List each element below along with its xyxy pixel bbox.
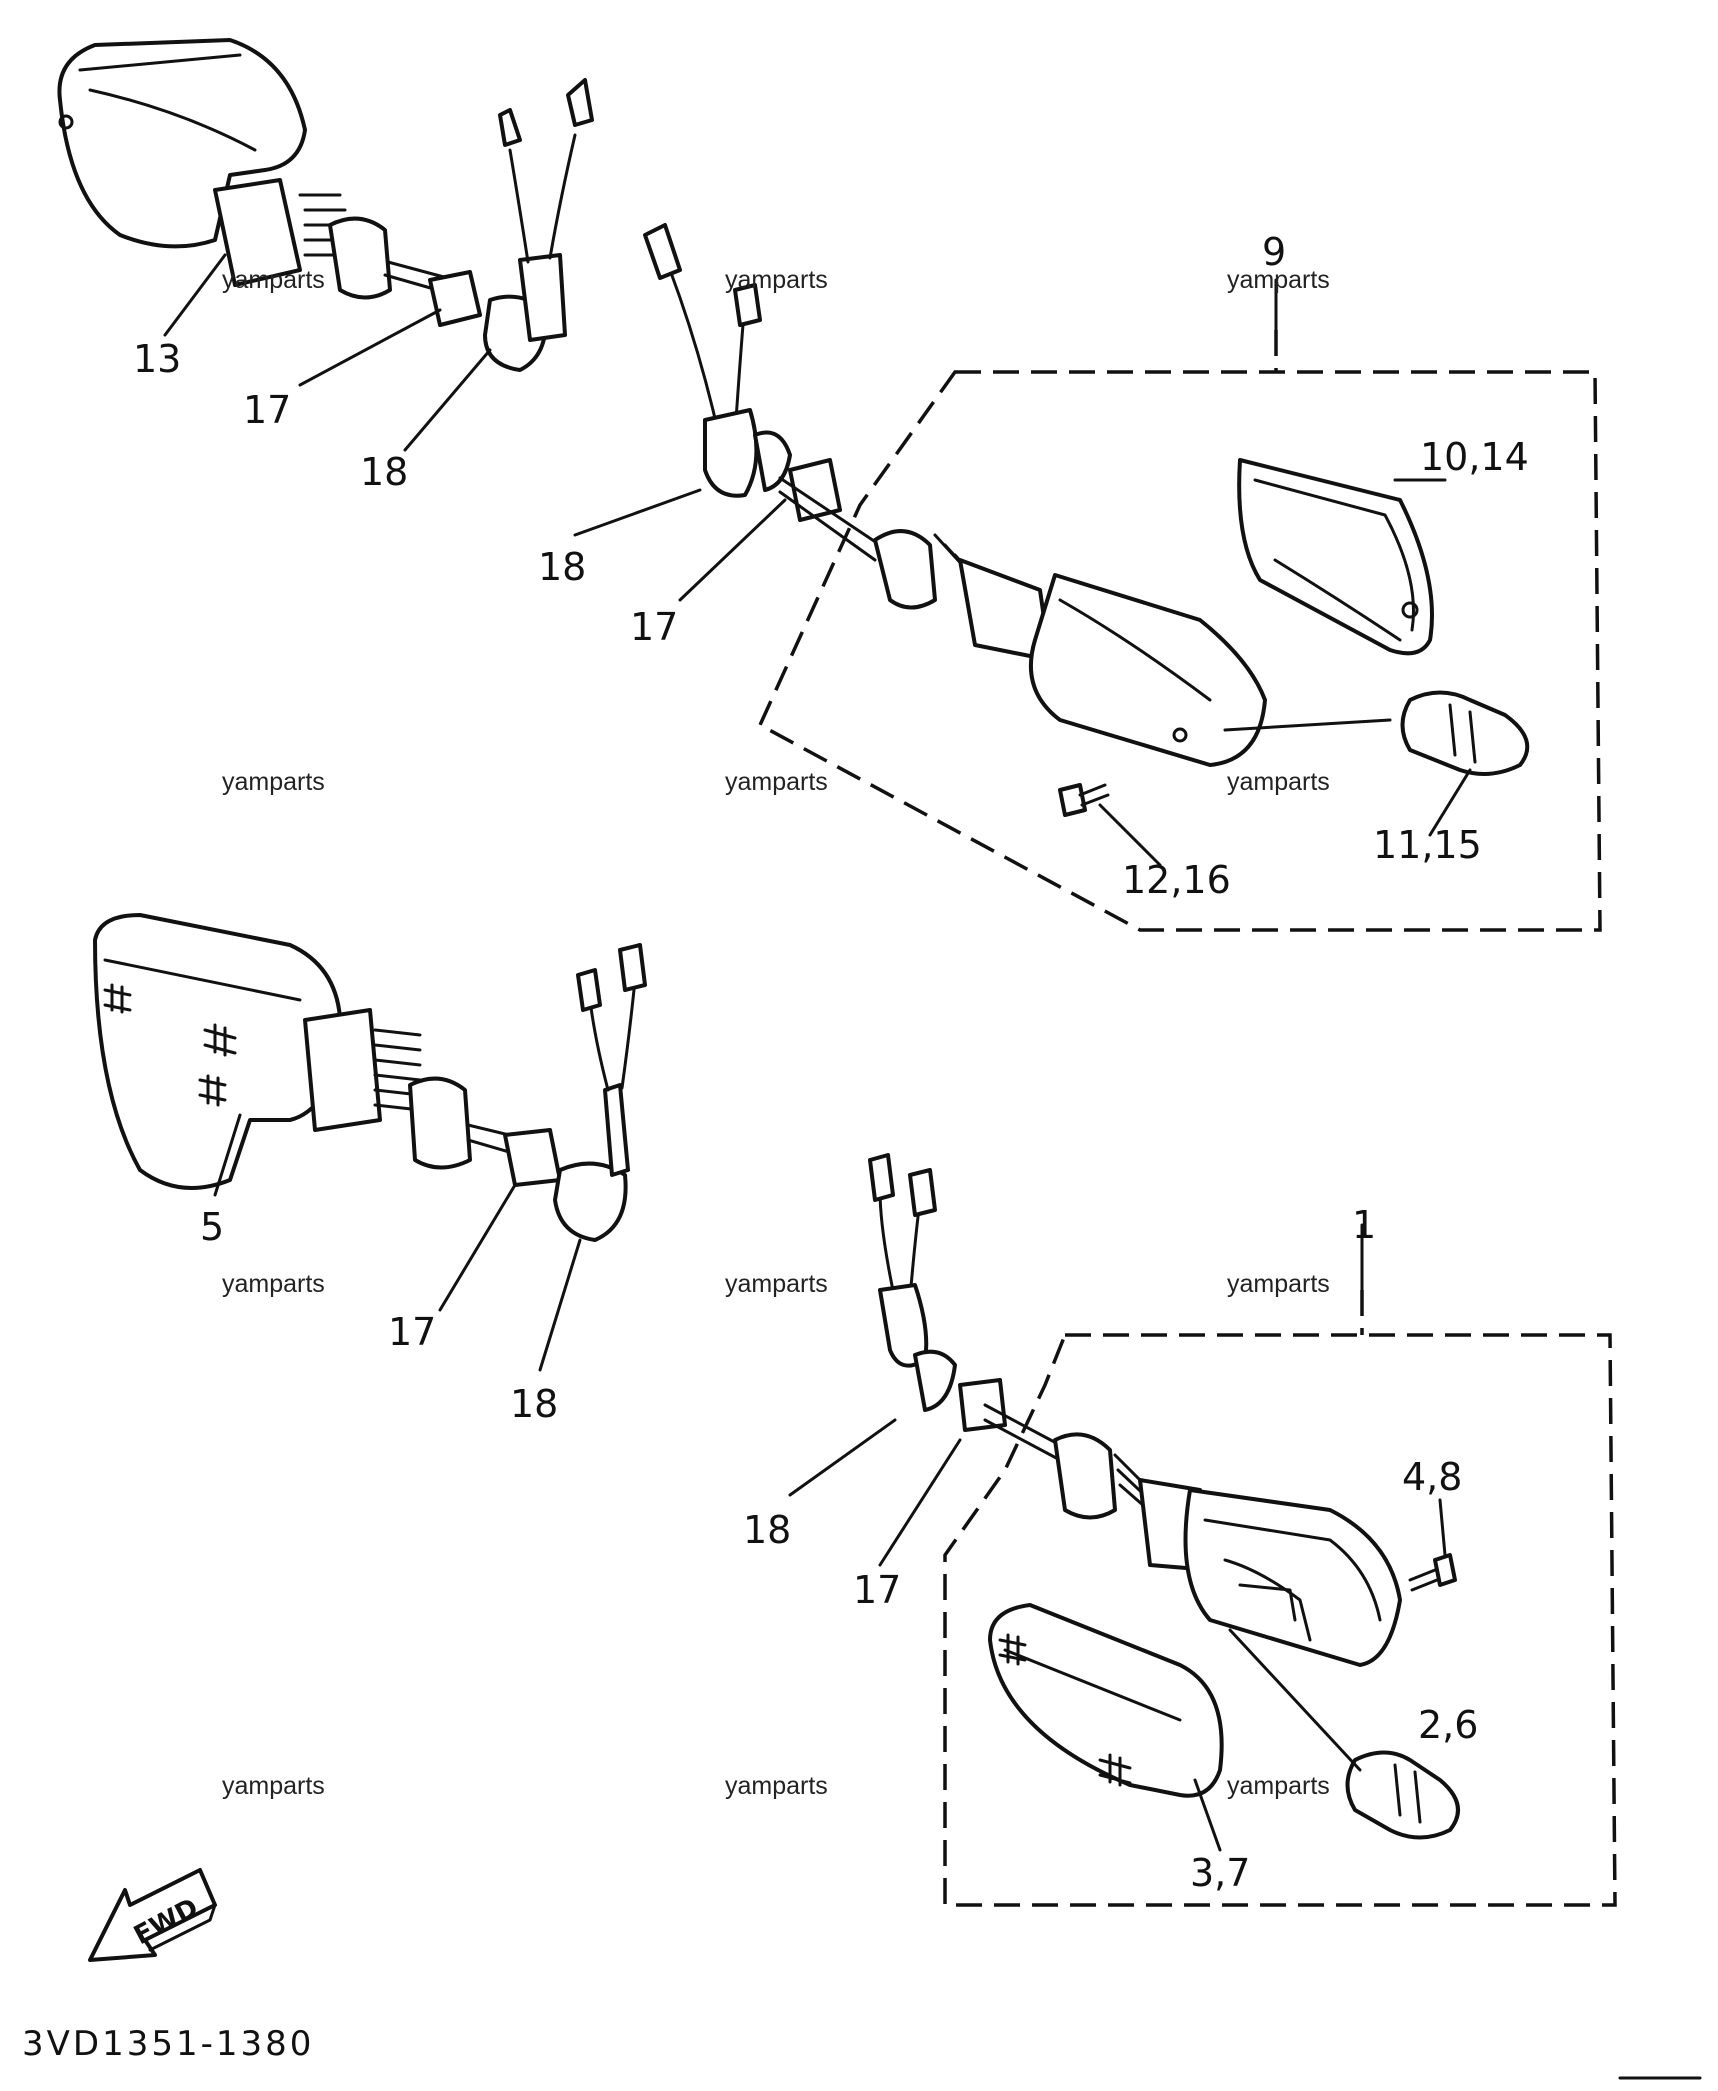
- turn-signal-assembly-top-left: [57, 38, 594, 452]
- watermark: yamparts: [222, 266, 325, 294]
- part-code: 3VD1351-1380: [22, 2024, 314, 2064]
- turn-signal-assembly-top-right: [573, 223, 1602, 932]
- callout-13: 13: [133, 337, 181, 381]
- callout-17: 17: [243, 388, 291, 432]
- watermarks: yamparts yamparts yamparts yamparts yamp…: [222, 266, 1330, 1800]
- callout-17: 17: [388, 1310, 436, 1354]
- callout-1: 1: [1352, 1203, 1376, 1247]
- watermark: yamparts: [1227, 768, 1330, 796]
- callout-17: 17: [630, 605, 678, 649]
- watermark: yamparts: [222, 1772, 325, 1800]
- callout-5: 5: [200, 1205, 224, 1249]
- callout-10-14: 10,14: [1420, 435, 1529, 479]
- callout-12-16: 12,16: [1122, 858, 1231, 902]
- callout-11-15: 11,15: [1373, 823, 1482, 867]
- watermark: yamparts: [725, 1270, 828, 1298]
- callout-2-6: 2,6: [1418, 1703, 1478, 1747]
- callout-labels: 13 17 18 9 10,14 18 17 11,15 12,16 5 17 …: [133, 230, 1529, 1895]
- watermark: yamparts: [725, 266, 828, 294]
- watermark: yamparts: [222, 1270, 325, 1298]
- callout-18: 18: [360, 450, 408, 494]
- callout-18: 18: [538, 545, 586, 589]
- watermark: yamparts: [1227, 266, 1330, 294]
- callout-18: 18: [743, 1508, 791, 1552]
- turn-signal-assembly-bottom-right: [788, 1153, 1617, 1907]
- watermark: yamparts: [725, 768, 828, 796]
- callout-3-7: 3,7: [1190, 1851, 1250, 1895]
- forward-direction-arrow: FWD: [88, 1868, 217, 1962]
- watermark: yamparts: [222, 768, 325, 796]
- watermark: yamparts: [725, 1772, 828, 1800]
- turn-signal-assembly-middle-left: [93, 913, 647, 1372]
- watermark: yamparts: [1227, 1270, 1330, 1298]
- callout-18: 18: [510, 1382, 558, 1426]
- callout-17: 17: [853, 1568, 901, 1612]
- callout-9: 9: [1262, 230, 1286, 274]
- watermark: yamparts: [1227, 1772, 1330, 1800]
- callout-4-8: 4,8: [1402, 1455, 1462, 1499]
